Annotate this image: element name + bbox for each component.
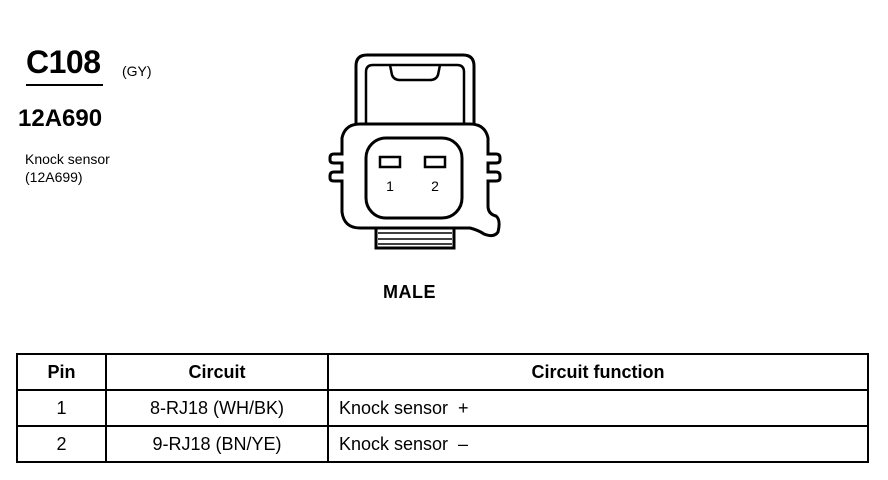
latch-tab [388, 64, 442, 82]
terminal-slot [423, 155, 447, 169]
pin-cell: 1 [16, 389, 107, 427]
circuit-cell: 8-RJ18 (WH/BK) [105, 389, 329, 427]
column-header-pin: Pin [16, 353, 107, 391]
table-row: 2 9-RJ18 (BN/YE) Knock sensor – [16, 425, 869, 463]
terminal-slot [378, 155, 402, 169]
connector-gender: MALE [383, 282, 436, 302]
pin-number: 1 [386, 178, 394, 194]
component-name: Knock sensor (12A699) [25, 151, 110, 186]
connector-id: C108 [26, 44, 101, 80]
component-part-number: (12A699) [25, 168, 83, 185]
connector-collar [374, 226, 456, 250]
table-row: 1 8-RJ18 (WH/BK) Knock sensor + [16, 389, 869, 427]
table-header-row: Pin Circuit Circuit function [16, 353, 869, 391]
connector-face-diagram: 1 2 [328, 53, 502, 250]
column-header-circuit: Circuit [105, 353, 329, 391]
circuit-cell: 9-RJ18 (BN/YE) [105, 425, 329, 463]
pin-number: 2 [431, 178, 439, 194]
part-number: 12A690 [18, 105, 103, 132]
component-label: Knock sensor [25, 151, 110, 167]
function-cell: Knock sensor – [327, 425, 869, 463]
connector-id-underline [26, 84, 103, 86]
pin-cell: 2 [16, 425, 107, 463]
connector-color: (GY) [122, 63, 152, 79]
column-header-function: Circuit function [327, 353, 869, 391]
connector-latch [354, 53, 476, 126]
connector-cavity [364, 136, 464, 220]
connector-latch-inner [364, 63, 466, 126]
function-cell: Knock sensor + [327, 389, 869, 427]
pin-table: Pin Circuit Circuit function 1 8-RJ18 (W… [16, 353, 869, 463]
